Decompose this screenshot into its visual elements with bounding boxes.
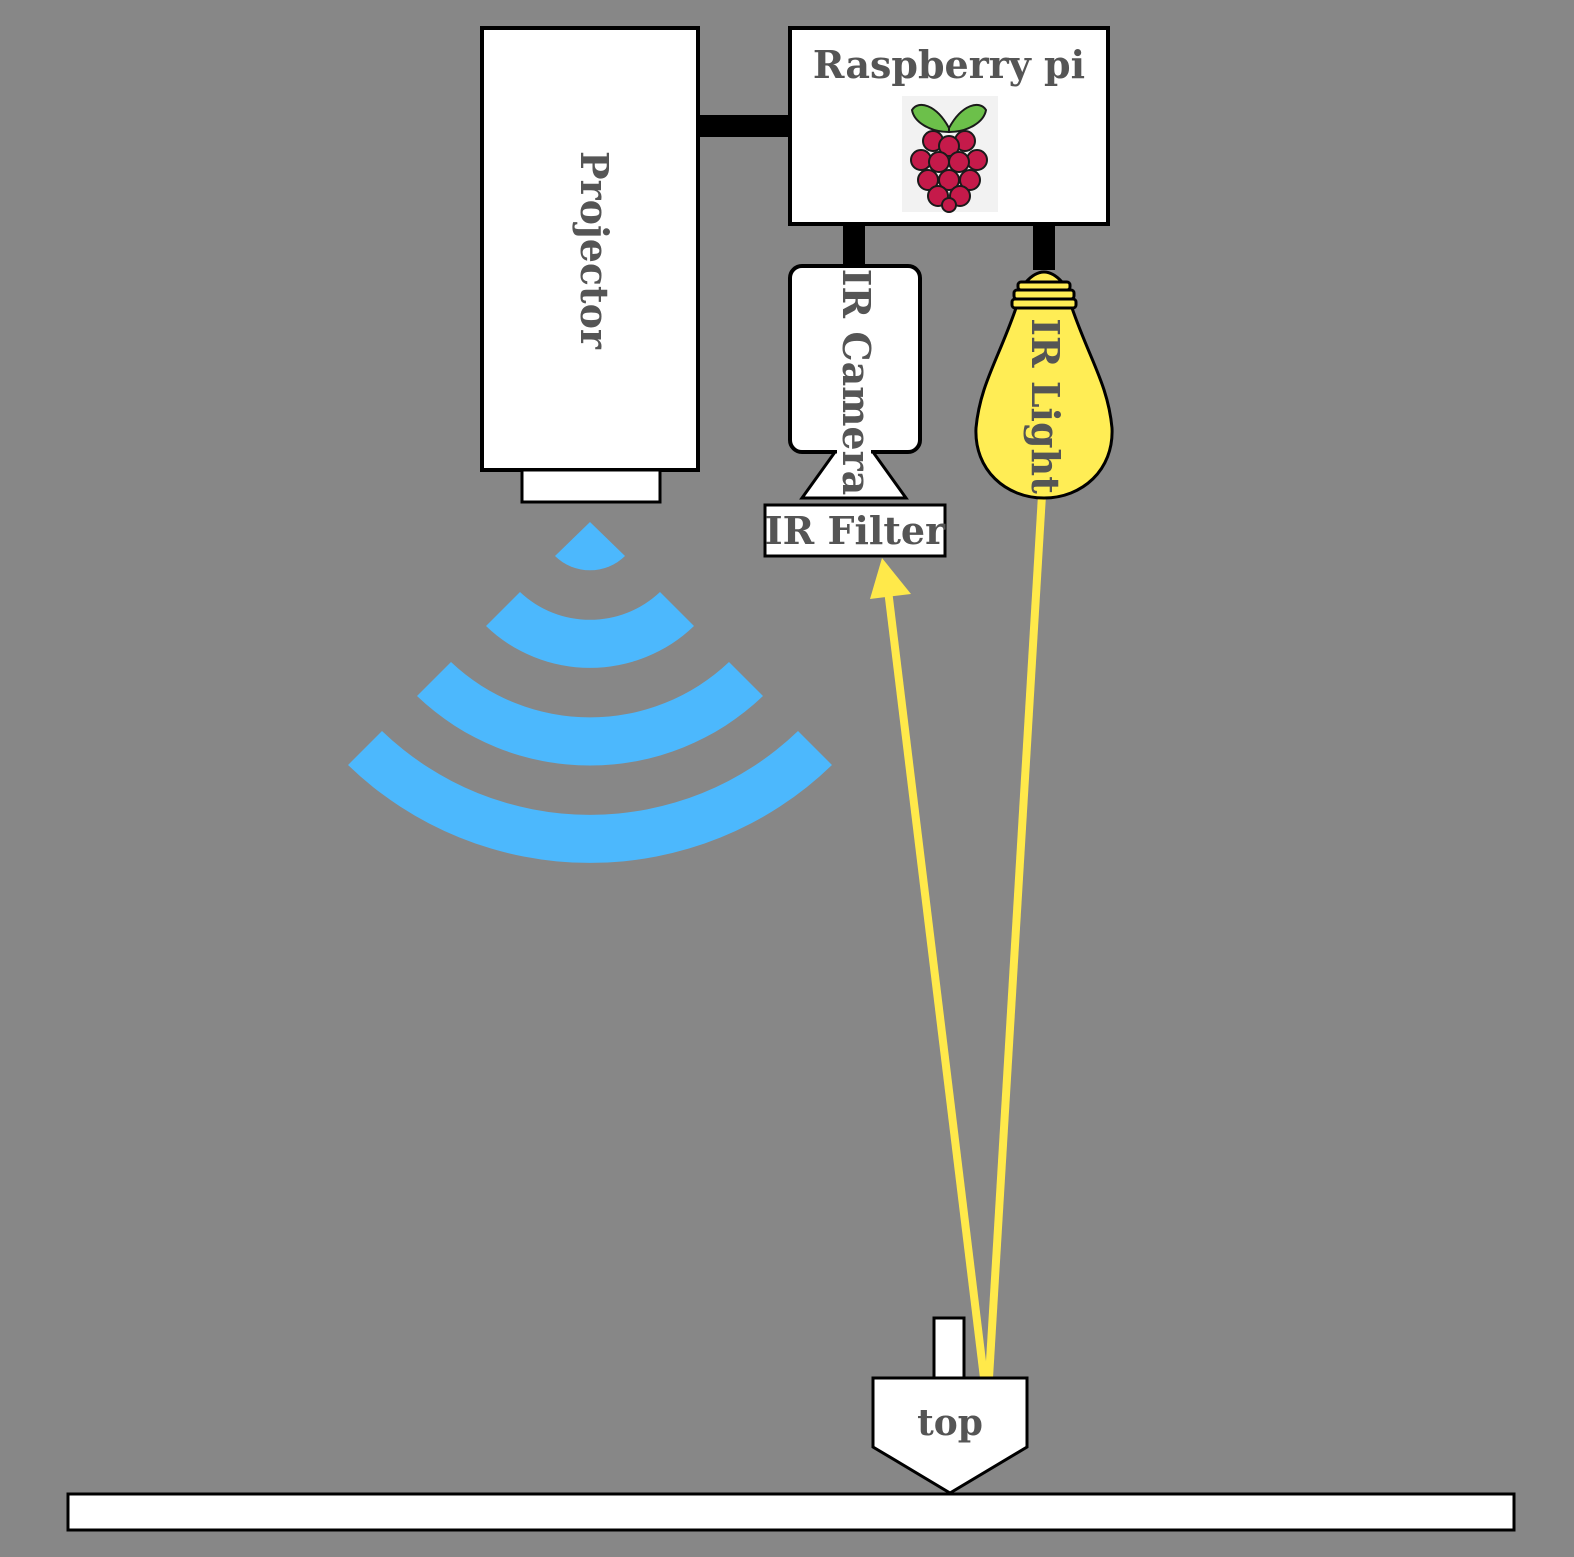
ir-camera-label: IR Camera (834, 269, 879, 495)
projector: Projector (480, 26, 700, 504)
projector-body (480, 26, 700, 472)
ir-camera: IR Camera (788, 264, 922, 500)
ir-filter-label: IR Filter (765, 508, 946, 553)
cable-pi-light (1033, 224, 1055, 270)
raspberry-pi-logo-icon (902, 96, 998, 213)
cable-pi-camera (843, 224, 865, 266)
ir-light: IR Light (974, 270, 1114, 500)
raspberry-pi-label: Raspberry pi (813, 42, 1085, 87)
raspberry-pi-box: Raspberry pi (788, 26, 1110, 226)
projector-lens (520, 468, 662, 504)
projector-label: Projector (572, 151, 617, 350)
surface (66, 1492, 1516, 1532)
light-bulb-icon (974, 306, 1114, 500)
projection-waves-icon (348, 522, 832, 863)
emitted-ir-beam (985, 494, 1046, 1379)
top-stem (932, 1316, 966, 1382)
top-label: top (917, 1402, 983, 1444)
bulb-socket (1010, 270, 1078, 310)
ir-light-label: IR Light (1023, 318, 1068, 494)
reflected-beam-arrowhead (870, 558, 911, 599)
top-body (871, 1376, 1029, 1495)
cable-projector-pi (697, 115, 789, 137)
ir-beams (870, 494, 1046, 1379)
reflected-ir-beam (884, 589, 988, 1379)
spinning-top: top (871, 1316, 1029, 1495)
ir-filter: IR Filter (763, 503, 947, 558)
